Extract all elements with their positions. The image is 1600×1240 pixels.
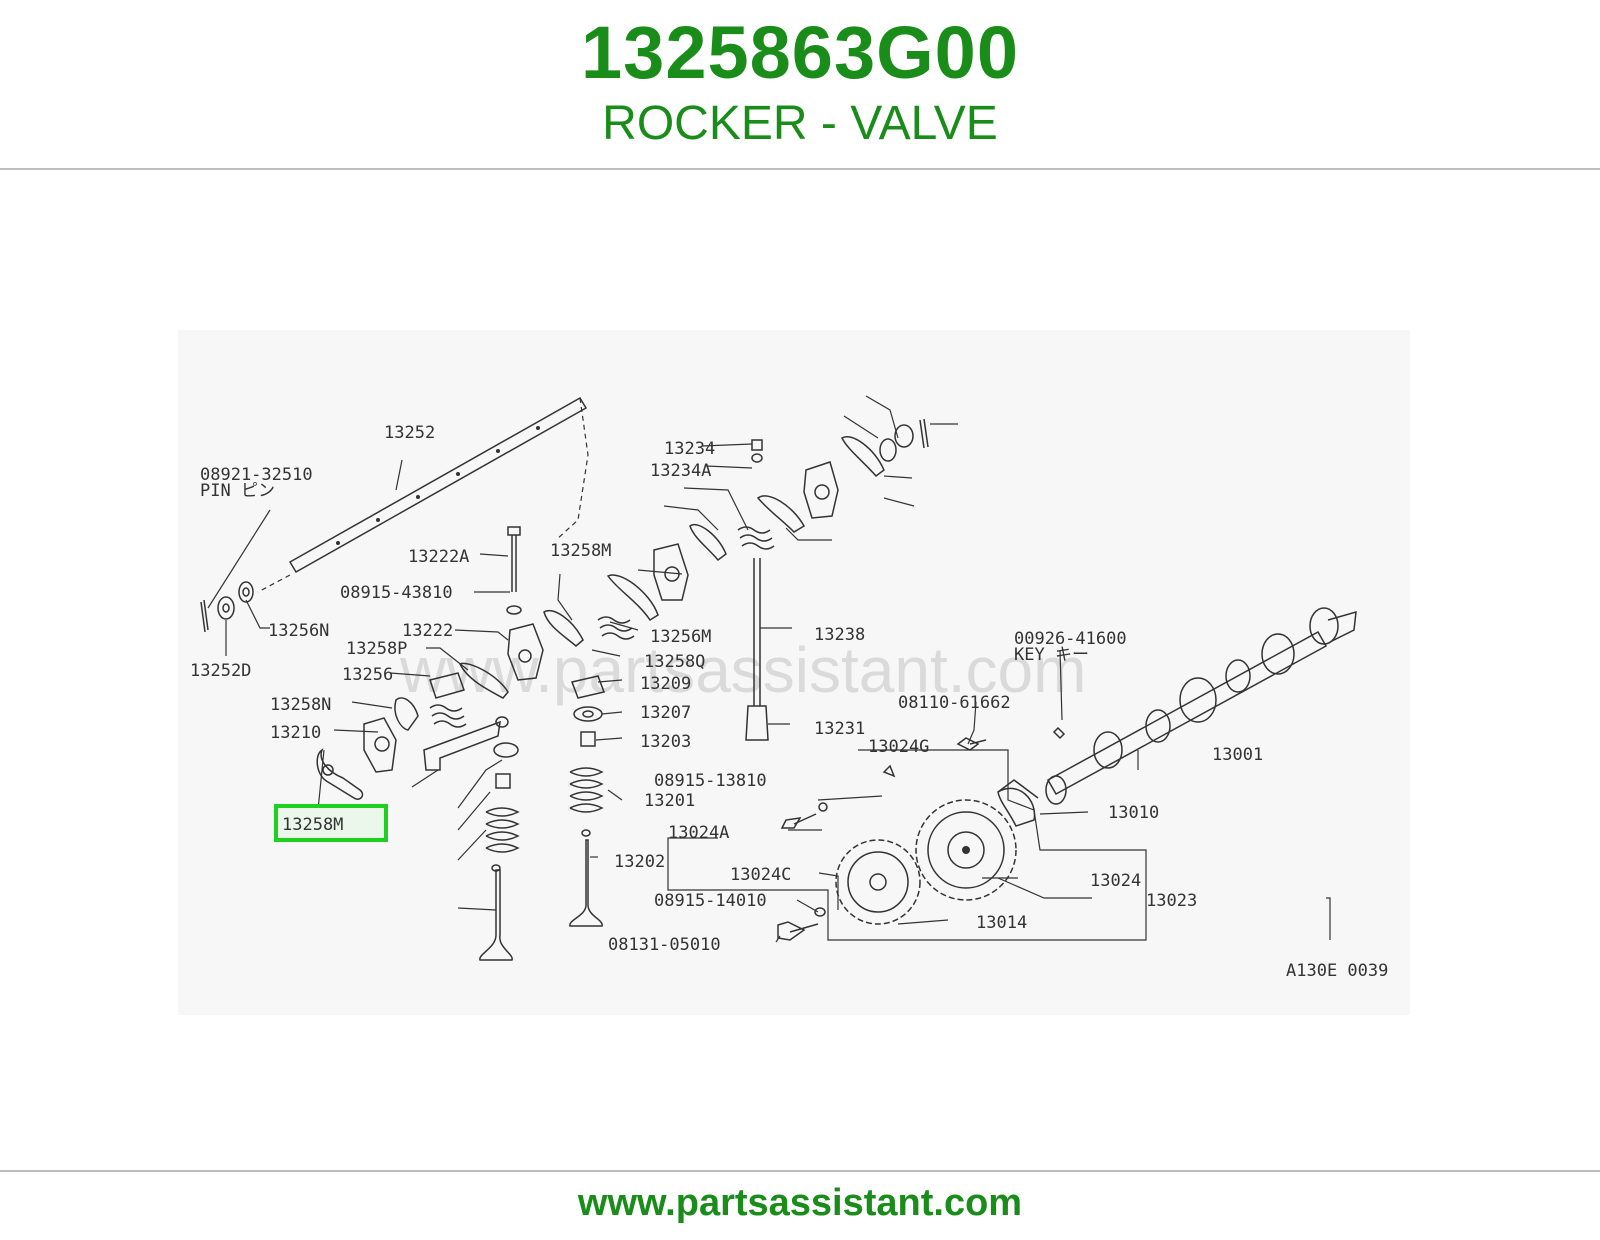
callout-label: 13202: [614, 852, 665, 872]
callout-label: PIN ピン: [200, 481, 275, 501]
callout-label: 13024: [1090, 871, 1141, 891]
callout-label: 08921-32510: [200, 465, 313, 485]
callout-label: 13234A: [650, 461, 711, 481]
callout-label: 13024G: [868, 737, 929, 757]
callout-label: 13258P: [346, 639, 407, 659]
header-divider: [0, 168, 1600, 170]
left-washer-pin-art: [200, 581, 254, 633]
callout-label: 13258N: [270, 695, 331, 715]
footer-divider: [0, 1170, 1600, 1172]
callout-label: 08110-61662: [898, 693, 1011, 713]
part-name-subtitle: ROCKER - VALVE: [602, 97, 998, 150]
callout-label: 13001: [1212, 745, 1263, 765]
callout-label: 13010: [1108, 803, 1159, 823]
callout-label: 13238: [814, 625, 865, 645]
bolt-13222a-art: [506, 526, 522, 615]
callout-label: 13203: [640, 732, 691, 752]
rocker-shaft-art: [257, 396, 589, 593]
highlighted-part-label[interactable]: 13258M: [282, 815, 343, 835]
callout-label: 13231: [814, 719, 865, 739]
callout-label: 13256M: [650, 627, 711, 647]
callout-label: 13258M: [550, 541, 611, 561]
callout-label: 13201: [644, 791, 695, 811]
valve-springs-mid-art: [569, 675, 606, 927]
callout-label: 08915-13810: [654, 771, 767, 791]
callout-label: 13023: [1146, 891, 1197, 911]
callout-label: 13209: [640, 674, 691, 694]
cam-gear-art: [835, 779, 1039, 925]
callout-label: 13210: [270, 723, 321, 743]
pushrod-art: [745, 418, 929, 741]
callout-label: 13024C: [730, 865, 791, 885]
callout-label: 13258Q: [644, 652, 705, 672]
footer-website-link[interactable]: www.partsassistant.com: [577, 1182, 1023, 1224]
exploded-parts-diagram: www.partsassistant.com: [178, 330, 1410, 1015]
callout-label: 00926-41600: [1014, 629, 1127, 649]
camshaft-art: [1045, 607, 1357, 805]
callout-label: 08131-05010: [608, 935, 721, 955]
highlight-box: [274, 804, 388, 842]
valve-springs-left-art: [423, 526, 775, 961]
callout-label: 13256: [342, 665, 393, 685]
callout-label: 13256N: [268, 621, 329, 641]
rocker-arms-left-art: [316, 523, 727, 800]
callout-label: 13252: [384, 423, 435, 443]
part-number-title: 1325863G00: [581, 11, 1019, 94]
callout-label: 08915-43810: [340, 583, 453, 603]
callout-label: 13024A: [668, 823, 729, 843]
callout-label: 13222A: [408, 547, 469, 567]
figure-code: A130E 0039: [1286, 961, 1388, 981]
callout-label: 08915-14010: [654, 891, 767, 911]
callout-label: 13234: [664, 439, 715, 459]
callout-label: 13222: [402, 621, 453, 641]
callout-label: KEY キー: [1014, 645, 1089, 665]
callout-label: 13252D: [190, 661, 251, 681]
leader-lines: [207, 395, 1331, 943]
page-header: 1325863G00 ROCKER - VALVE: [0, 0, 1600, 170]
callout-label: 13207: [640, 703, 691, 723]
bolts-washers-art: [777, 737, 987, 941]
callout-label: 13014: [976, 913, 1027, 933]
